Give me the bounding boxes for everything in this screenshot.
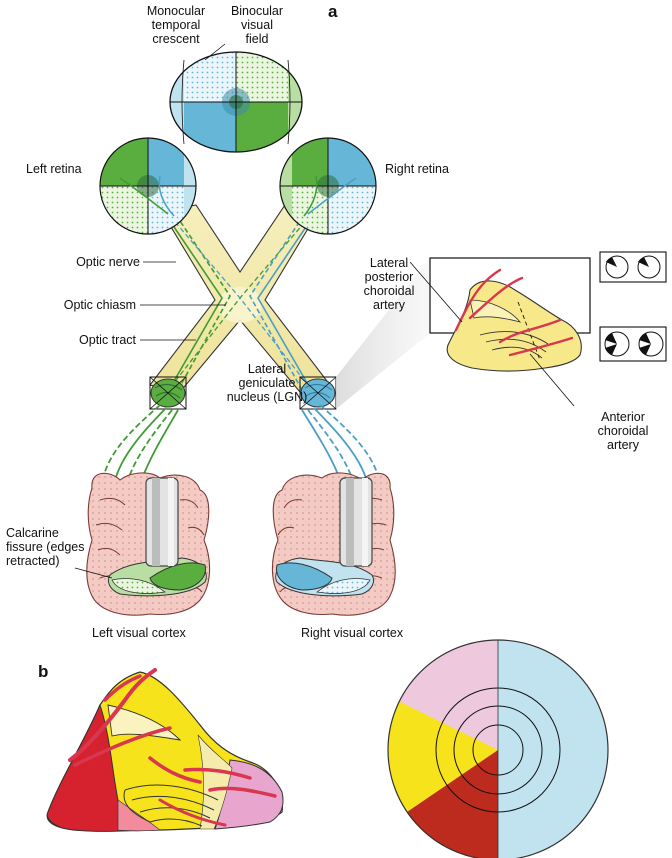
calcarine-leader <box>74 567 113 579</box>
lpca-leader <box>409 261 463 323</box>
monocular-leader <box>204 43 226 61</box>
monocular-label: Monocular temporal crescent <box>146 4 206 46</box>
lgn-vascular-territories <box>46 668 284 832</box>
left-lgn <box>149 376 187 410</box>
left-cortex-label: Left visual cortex <box>92 626 186 640</box>
lpca-field-icons <box>599 251 667 283</box>
calcarine-label: Calcarine fissure (edges retracted) <box>6 526 85 568</box>
optic-tract-label: Optic tract <box>79 333 136 347</box>
magnification-beam <box>336 258 430 409</box>
aca-label: Anterior choroidal artery <box>597 410 649 452</box>
visual-field-territory-map <box>387 639 609 858</box>
lgn-label: Lateral geniculate nucleus (LGN) <box>226 362 308 404</box>
right-cortex-label: Right visual cortex <box>301 626 404 640</box>
left-retina <box>99 137 197 235</box>
lgn-inset <box>429 257 591 372</box>
visual-field-circle <box>169 51 303 153</box>
right-visual-cortex <box>271 472 396 616</box>
optic-chiasm-label: Optic chiasm <box>63 298 136 312</box>
left-retina-label: Left retina <box>26 162 82 176</box>
binocular-label: Binocular visual field <box>230 4 284 46</box>
aca-field-icons <box>599 326 667 362</box>
panel-label-b: b <box>38 662 49 681</box>
lpca-label: Lateral posterior choroidal artery <box>363 256 415 312</box>
right-retina <box>279 137 377 235</box>
optic-pathway <box>149 204 331 393</box>
right-lgn <box>299 376 337 410</box>
panel-label-a: a <box>328 2 338 21</box>
optic-nerve-label: Optic nerve <box>76 255 140 269</box>
right-retina-label: Right retina <box>385 162 449 176</box>
left-visual-cortex <box>86 472 211 616</box>
aca-leader <box>529 353 575 407</box>
